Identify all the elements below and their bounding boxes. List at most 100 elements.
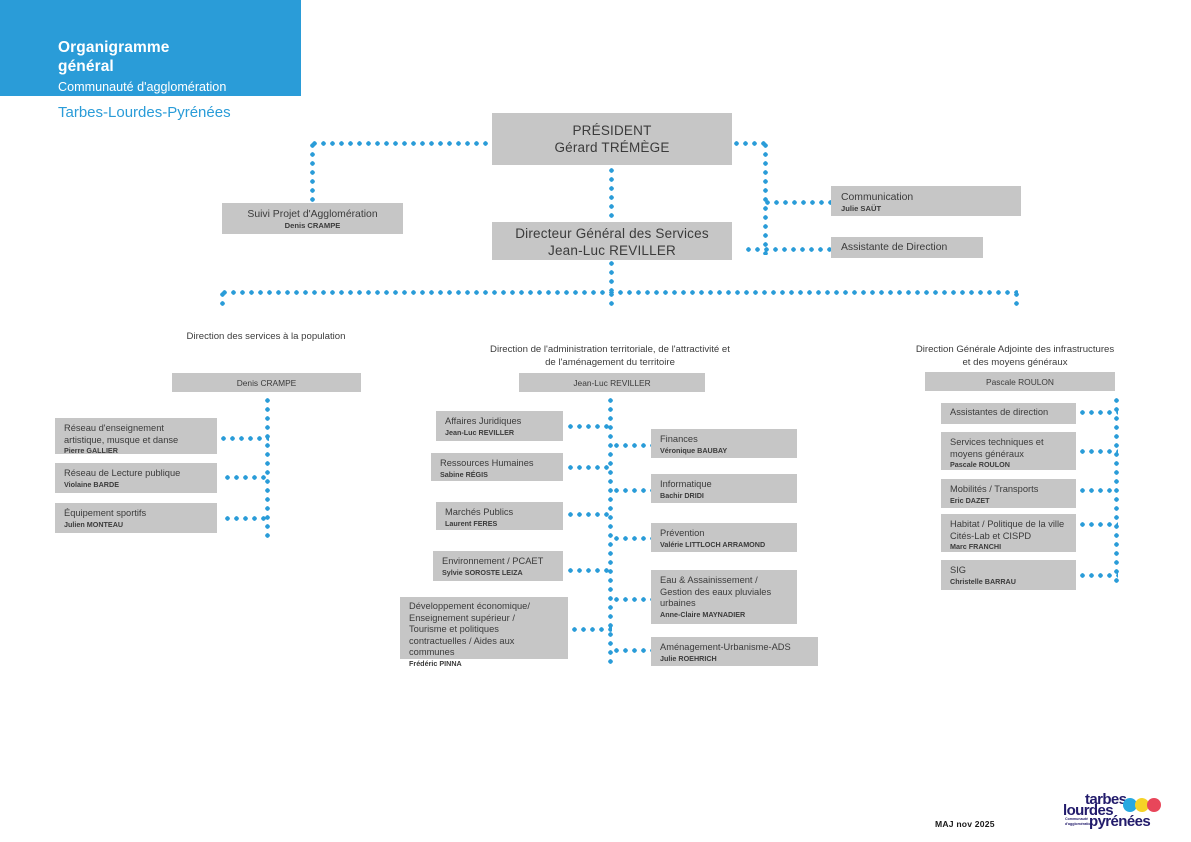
communication-name: Julie SAÜT <box>841 204 882 213</box>
unit-role: Services techniques et moyens généraux <box>950 437 1044 459</box>
logo-dot-blue <box>1123 798 1137 812</box>
spine-column-administration <box>608 396 613 668</box>
unit-role: Mobilités / Transports <box>950 484 1039 494</box>
connector-president-right <box>732 141 768 146</box>
page-title-line1: Organigramme <box>58 39 170 56</box>
unit-role: Équipement sportifs <box>64 508 147 518</box>
box-affaires-juridiques[interactable]: Affaires Juridiques Jean-Luc REVILLER <box>436 411 563 441</box>
unit-role: Prévention <box>660 528 705 538</box>
unit-role: Assistantes de direction <box>950 407 1049 417</box>
box-habitat-politique-ville[interactable]: Habitat / Politique de la ville Cités-La… <box>941 514 1076 552</box>
box-finances[interactable]: Finances Véronique BAUBAY <box>651 429 797 458</box>
box-assistante-de-direction[interactable]: Assistante de Direction <box>831 237 983 258</box>
branch-infra-2 <box>1078 449 1118 454</box>
box-sig[interactable]: SIG Christelle BARRAU <box>941 560 1076 590</box>
unit-name: Valérie LITTLOCH ARRAMOND <box>660 539 766 549</box>
branch-infra-1 <box>1078 410 1118 415</box>
branch-admin-right-1 <box>612 443 658 448</box>
box-eau-assainissement[interactable]: Eau & Assainissement / Gestion des eaux … <box>651 570 797 624</box>
unit-name: Violaine BARDE <box>64 479 119 489</box>
assistante-role: Assistante de Direction <box>841 242 948 253</box>
connector-president-to-suivi <box>310 141 496 146</box>
box-prevention[interactable]: Prévention Valérie LITTLOCH ARRAMOND <box>651 523 797 552</box>
president-name: Gérard TRÉMÈGE <box>554 140 670 155</box>
connector-to-assistante <box>744 247 832 252</box>
connector-president-to-dgs <box>609 166 614 224</box>
branch-population-3 <box>223 516 269 521</box>
header-band <box>0 0 301 96</box>
branch-infra-4 <box>1078 522 1118 527</box>
unit-role: Environnement / PCAET <box>442 556 544 566</box>
box-environnement-pcaet[interactable]: Environnement / PCAET Sylvie SOROSTE LEI… <box>433 551 563 581</box>
box-communication[interactable]: Communication Julie SAÜT <box>831 186 1021 216</box>
box-services-techniques-moyens-generaux[interactable]: Services techniques et moyens généraux P… <box>941 432 1076 470</box>
unit-role: Informatique <box>660 479 712 489</box>
column-title-infrastructures: Direction Générale Adjointe des infrastr… <box>860 330 1170 369</box>
box-assistantes-de-direction[interactable]: Assistantes de direction <box>941 403 1076 424</box>
unit-role: Réseau de Lecture publique <box>64 468 181 478</box>
dgs-name: Jean-Luc REVILLER <box>548 243 676 258</box>
page-title-line2: général <box>58 58 114 75</box>
connector-right-spine <box>763 141 768 255</box>
box-suivi-projet-agglomeration[interactable]: Suivi Projet d'Agglomération Denis CRAMP… <box>222 203 403 234</box>
branch-population-2 <box>223 475 269 480</box>
unit-name: Sabine RÉGIS <box>440 469 488 479</box>
unit-role: Marchés Publics <box>445 507 514 517</box>
unit-name: Pierre GALLIER <box>64 446 118 456</box>
box-reseau-lecture-publique[interactable]: Réseau de Lecture publique Violaine BARD… <box>55 463 217 493</box>
box-president[interactable]: PRÉSIDENT Gérard TRÉMÈGE <box>492 113 732 165</box>
column-head-infrastructures-name: Pascale ROULON <box>986 377 1054 387</box>
box-marches-publics[interactable]: Marchés Publics Laurent FERES <box>436 502 563 530</box>
unit-role: Finances <box>660 434 698 444</box>
column-title-infrastructures-text: Direction Générale Adjointe des infrastr… <box>915 344 1115 368</box>
logo-tarbes-lourdes-pyrenees: tarbes lourdes pyrénées Communauté d'agg… <box>1057 792 1177 834</box>
president-role: PRÉSIDENT <box>572 123 652 138</box>
unit-name: Véronique BAUBAY <box>660 445 728 455</box>
unit-name: Jean-Luc REVILLER <box>445 427 515 437</box>
connector-bus-drop-right <box>1014 290 1019 310</box>
box-developpement-economique[interactable]: Développement économique/ Enseignement s… <box>400 597 568 668</box>
column-title-population-text: Direction des services à la population <box>186 331 346 342</box>
logo-word-tarbes: tarbes <box>1085 791 1127 808</box>
box-reseau-enseignement-artistique[interactable]: Réseau d'enseignement artistique, musque… <box>55 418 217 456</box>
connector-dgs-down <box>609 259 614 295</box>
branch-admin-right-5 <box>612 648 658 653</box>
unit-role: Réseau d'enseignement artistique, musque… <box>64 423 179 445</box>
header-city: Tarbes-Lourdes-Pyrénées <box>58 104 231 121</box>
unit-name: Marc FRANCHI <box>950 542 1002 552</box>
column-title-administration-text: Direction de l'administration territoria… <box>490 344 730 368</box>
unit-role: Ressources Humaines <box>440 458 534 468</box>
spine-column-population <box>265 396 270 539</box>
column-head-population[interactable]: Denis CRAMPE <box>172 373 361 392</box>
box-directeur-general-services[interactable]: Directeur Général des Services Jean-Luc … <box>492 222 732 260</box>
column-head-population-name: Denis CRAMPE <box>236 378 297 388</box>
logo-word-lourdes: lourdes <box>1063 802 1114 819</box>
box-informatique[interactable]: Informatique Bachir DRIDI <box>651 474 797 503</box>
logo-word-pyrenees: pyrénées <box>1089 813 1151 830</box>
branch-infra-5 <box>1078 573 1118 578</box>
header-subtitle: Communauté d'agglomération <box>58 80 227 94</box>
logo-dot-red <box>1147 798 1161 812</box>
maj-date: MAJ nov 2025 <box>935 819 995 829</box>
logo-tagline: Communauté d'agglomération <box>1065 817 1093 826</box>
connector-main-bus <box>220 290 1018 295</box>
box-equipement-sportifs[interactable]: Équipement sportifs Julien MONTEAU <box>55 503 217 533</box>
unit-name: Julien MONTEAU <box>64 519 124 529</box>
connector-bus-drop-center <box>609 290 614 310</box>
branch-admin-right-4 <box>612 597 658 602</box>
column-head-infrastructures[interactable]: Pascale ROULON <box>925 372 1115 391</box>
connector-to-communication <box>763 200 831 205</box>
box-amenagement-urbanisme-ads[interactable]: Aménagement-Urbanisme-ADS Julie ROEHRICH <box>651 637 818 666</box>
box-ressources-humaines[interactable]: Ressources Humaines Sabine RÉGIS <box>431 453 563 481</box>
unit-name: Julie ROEHRICH <box>660 653 717 663</box>
branch-infra-3 <box>1078 488 1118 493</box>
unit-role: Aménagement-Urbanisme-ADS <box>660 642 791 652</box>
branch-admin-left-4 <box>566 568 612 573</box>
column-title-population: Direction des services à la population <box>120 330 412 343</box>
unit-role: Affaires Juridiques <box>445 416 522 426</box>
branch-admin-right-2 <box>612 488 658 493</box>
logo-dots <box>1123 798 1161 816</box>
box-mobilites-transports[interactable]: Mobilités / Transports Eric DAZET <box>941 479 1076 508</box>
column-head-administration[interactable]: Jean-Luc REVILLER <box>519 373 705 392</box>
unit-name: Pascale ROULON <box>950 460 1010 470</box>
